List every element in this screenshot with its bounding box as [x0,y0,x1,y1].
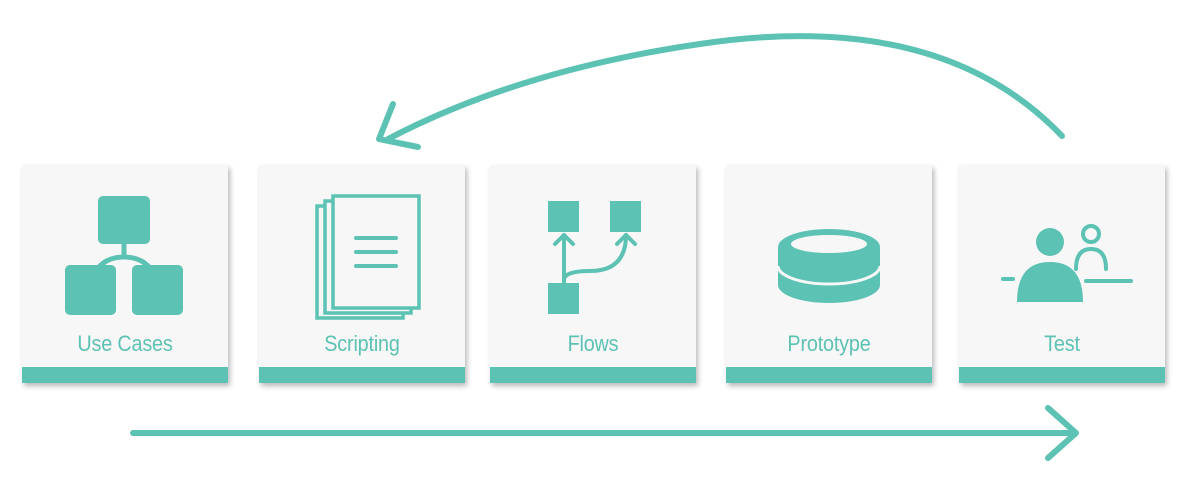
step-card-scripting: Scripting [259,165,465,383]
use-cases-blocks-icon [65,196,183,315]
progress-arrow [130,405,1079,461]
script-documents-icon [315,194,421,320]
step-card-flows: Flows [490,165,696,383]
loop-back-arrow [376,33,1065,150]
flow-branch-icon [548,201,641,314]
step-accent-bar [259,367,465,383]
step-card-use-cases: Use Cases [22,165,228,383]
step-label: Test [1044,331,1080,356]
step-label: Flows [567,331,619,356]
step-label: Use Cases [77,331,173,356]
step-card-prototype: Prototype [726,165,932,383]
step-label: Prototype [787,331,871,356]
step-accent-bar [22,367,228,383]
step-accent-bar [726,367,932,383]
user-test-icon [1001,224,1133,302]
step-card-test: Test [959,165,1165,383]
prototype-disc-icon [776,229,882,303]
step-accent-bar [959,367,1165,383]
step-label: Scripting [324,331,400,356]
step-accent-bar [490,367,696,383]
